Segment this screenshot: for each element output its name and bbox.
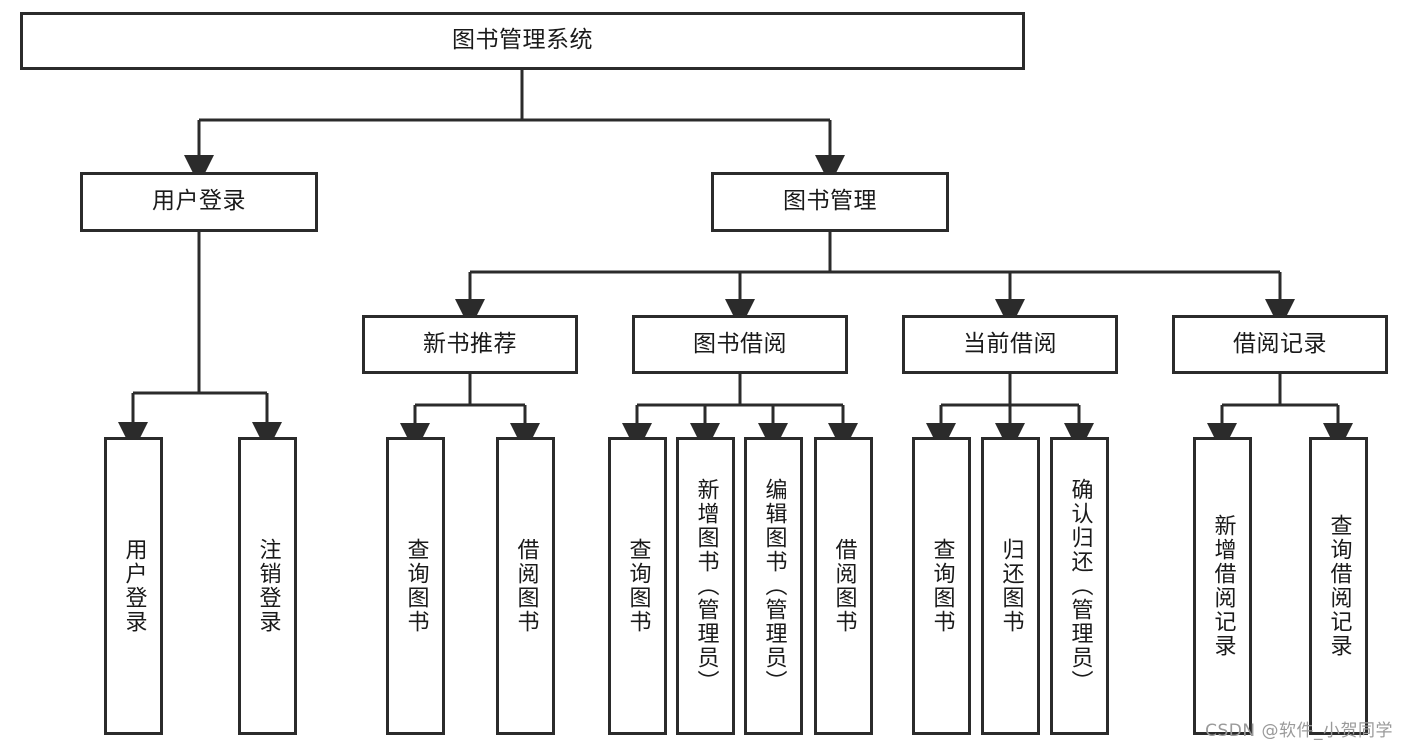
leaf-new-book-2-label: 借阅图书 xyxy=(513,538,539,634)
leaf-current-borrow-1[interactable]: 查询图书 xyxy=(912,437,971,735)
node-borrow-record-label: 借阅记录 xyxy=(1233,330,1327,357)
node-book-borrow-label: 图书借阅 xyxy=(693,330,787,357)
leaf-current-borrow-3[interactable]: 确认归还（管理员） xyxy=(1050,437,1109,735)
leaf-book-borrow-3-label: 编辑图书（管理员） xyxy=(761,478,787,694)
leaf-user-login-1-label: 用户登录 xyxy=(121,538,147,634)
leaf-current-borrow-2[interactable]: 归还图书 xyxy=(981,437,1040,735)
leaf-new-book-1-label: 查询图书 xyxy=(403,538,429,634)
node-borrow-record[interactable]: 借阅记录 xyxy=(1172,315,1388,374)
leaf-borrow-record-1-label: 新增借阅记录 xyxy=(1210,514,1236,658)
leaf-borrow-record-2-label: 查询借阅记录 xyxy=(1326,514,1352,658)
leaf-book-borrow-1-label: 查询图书 xyxy=(625,538,651,634)
node-new-book-recommend[interactable]: 新书推荐 xyxy=(362,315,578,374)
leaf-book-borrow-3[interactable]: 编辑图书（管理员） xyxy=(744,437,803,735)
node-root-system[interactable]: 图书管理系统 xyxy=(20,12,1025,70)
leaf-book-borrow-2[interactable]: 新增图书（管理员） xyxy=(676,437,735,735)
leaf-user-login-2-label: 注销登录 xyxy=(255,538,281,634)
leaf-current-borrow-3-label: 确认归还（管理员） xyxy=(1067,478,1093,694)
node-book-borrow[interactable]: 图书借阅 xyxy=(632,315,848,374)
node-user-login[interactable]: 用户登录 xyxy=(80,172,318,232)
leaf-borrow-record-1[interactable]: 新增借阅记录 xyxy=(1193,437,1252,735)
node-book-management-label: 图书管理 xyxy=(783,188,877,215)
node-root-label: 图书管理系统 xyxy=(452,27,593,54)
leaf-book-borrow-2-label: 新增图书（管理员） xyxy=(693,478,719,694)
leaf-user-login-2[interactable]: 注销登录 xyxy=(238,437,297,735)
leaf-new-book-1[interactable]: 查询图书 xyxy=(386,437,445,735)
leaf-current-borrow-2-label: 归还图书 xyxy=(998,538,1024,634)
node-book-management[interactable]: 图书管理 xyxy=(711,172,949,232)
node-current-borrow-label: 当前借阅 xyxy=(963,330,1057,357)
node-new-book-recommend-label: 新书推荐 xyxy=(423,330,517,357)
leaf-current-borrow-1-label: 查询图书 xyxy=(929,538,955,634)
leaf-book-borrow-4-label: 借阅图书 xyxy=(831,538,857,634)
leaf-book-borrow-4[interactable]: 借阅图书 xyxy=(814,437,873,735)
leaf-user-login-1[interactable]: 用户登录 xyxy=(104,437,163,735)
node-user-login-label: 用户登录 xyxy=(152,188,246,215)
leaf-borrow-record-2[interactable]: 查询借阅记录 xyxy=(1309,437,1368,735)
node-current-borrow[interactable]: 当前借阅 xyxy=(902,315,1118,374)
leaf-book-borrow-1[interactable]: 查询图书 xyxy=(608,437,667,735)
leaf-new-book-2[interactable]: 借阅图书 xyxy=(496,437,555,735)
